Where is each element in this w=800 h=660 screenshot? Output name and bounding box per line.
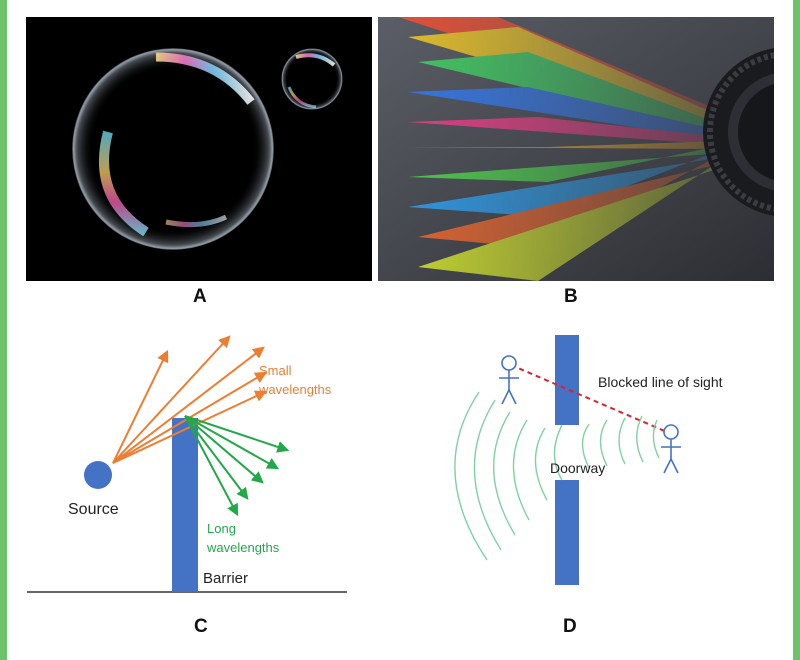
blocked-sight-line — [510, 364, 668, 433]
panel-a-label: A — [193, 286, 207, 307]
blocked-line-of-sight-label: Blocked line of sight — [598, 374, 723, 390]
long-wavelengths-label-line2: wavelengths — [206, 540, 280, 555]
panel-b-cd-diffraction-photo — [378, 17, 774, 281]
barrier-label: Barrier — [203, 570, 248, 587]
person-right-icon — [661, 424, 681, 474]
panel-a-soap-bubbles-photo — [26, 17, 372, 281]
large-bubble — [72, 48, 274, 250]
cd-center-hub — [703, 48, 774, 216]
lower-wall — [555, 480, 579, 585]
small-wavelengths-label-line2: wavelengths — [258, 382, 332, 397]
figure-frame: A — [7, 0, 793, 660]
panel-d-doorway-diagram: Blocked line of sight Doorway — [454, 335, 723, 585]
doorway-label: Doorway — [550, 460, 605, 476]
soap-bubbles-illustration — [72, 48, 343, 250]
wave-source — [84, 461, 112, 489]
person-left-icon — [499, 355, 519, 405]
panel-d-label: D — [563, 616, 577, 637]
barrier — [172, 418, 198, 592]
long-wavelength-rays — [184, 415, 290, 517]
panel-c-label: C — [194, 616, 208, 637]
panel-c-barrier-diffraction-diagram: Small wavelengths Long wavelengths Sourc… — [27, 335, 347, 593]
long-wavelengths-label-line1: Long — [207, 521, 236, 536]
upper-wall — [555, 335, 579, 425]
panel-b-label: B — [564, 286, 578, 307]
small-wavelengths-label-line1: Small — [259, 363, 292, 378]
sound-wavefronts — [454, 391, 660, 561]
small-bubble — [281, 48, 343, 110]
cd-rainbow-illustration — [378, 17, 774, 281]
source-label: Source — [68, 501, 119, 518]
